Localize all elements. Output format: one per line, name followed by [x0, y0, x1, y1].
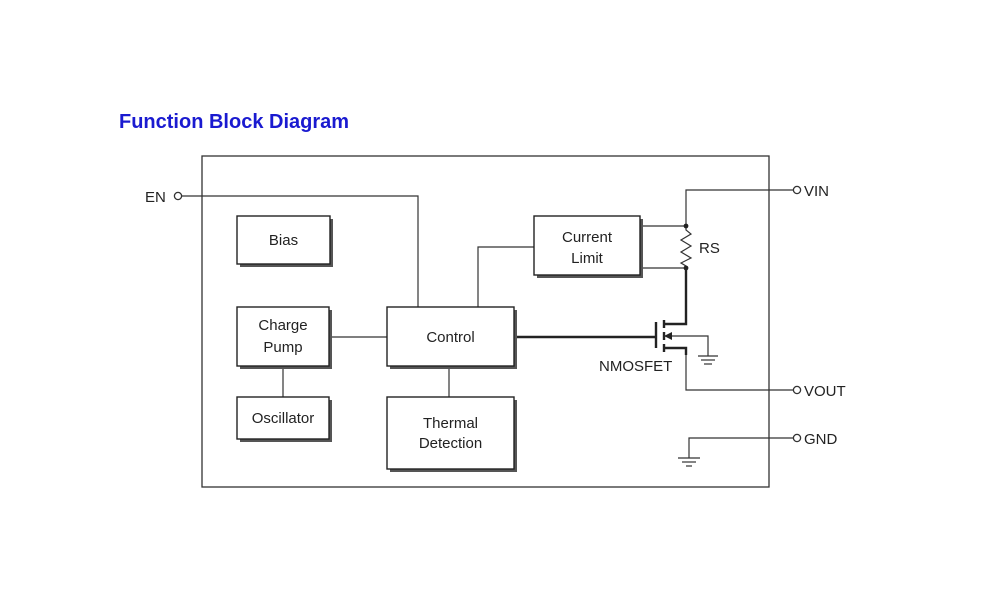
pin-vin-label: VIN: [804, 183, 829, 200]
charge-pump-block: Charge Pump: [236, 306, 332, 369]
current-limit-block: Current Limit: [533, 215, 643, 278]
control-block: Control: [386, 306, 517, 369]
svg-text:Limit: Limit: [571, 250, 604, 267]
pin-gnd-label: GND: [804, 431, 838, 448]
en-wire: [182, 195, 419, 307]
pin-en: EN: [145, 189, 183, 206]
rs-label: RS: [699, 240, 720, 257]
svg-text:Current: Current: [562, 229, 613, 246]
svg-text:Oscillator: Oscillator: [252, 410, 315, 427]
control-current-limit-wire: [477, 246, 534, 307]
bias-block: Bias: [236, 215, 333, 267]
nmosfet: NMOSFET: [515, 268, 718, 375]
chip-boundary: [201, 155, 770, 488]
pin-gnd: GND: [792, 431, 838, 448]
thermal-detection-block: Thermal Detection: [386, 396, 517, 472]
pin-vout-label: VOUT: [804, 383, 846, 400]
vout-wire: [685, 355, 793, 391]
svg-text:Bias: Bias: [269, 232, 298, 249]
svg-text:Control: Control: [426, 329, 474, 346]
vin-wire: [685, 189, 793, 226]
oscillator-block: Oscillator: [236, 396, 332, 442]
pin-vin: VIN: [792, 183, 829, 200]
rs-resistor: RS: [679, 223, 720, 271]
svg-text:Charge: Charge: [258, 317, 307, 334]
nmosfet-label: NMOSFET: [599, 358, 672, 375]
svg-text:Thermal: Thermal: [423, 415, 478, 432]
pin-vout: VOUT: [792, 383, 846, 400]
gnd-wire: [688, 437, 793, 458]
pin-en-label: EN: [145, 189, 166, 206]
wires: [182, 189, 793, 458]
diagram-title: Function Block Diagram: [119, 111, 350, 133]
ground-symbol: [678, 457, 700, 467]
svg-text:Pump: Pump: [263, 339, 302, 356]
svg-text:Detection: Detection: [419, 435, 482, 452]
